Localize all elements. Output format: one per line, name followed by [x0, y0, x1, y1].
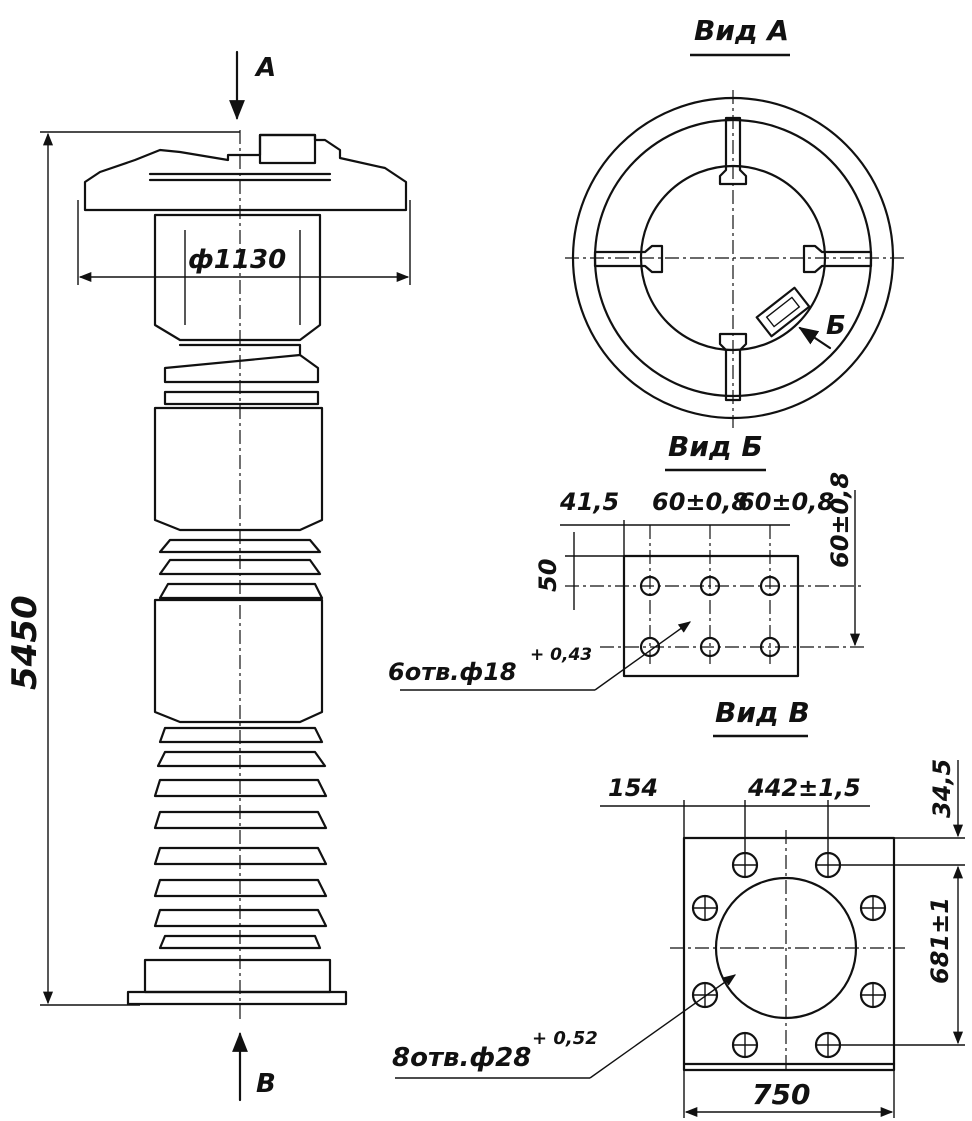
pad-holes-label: 6отв.ф18 — [388, 658, 517, 686]
base-hole — [691, 981, 719, 1009]
view-v-title: Вид В — [715, 696, 810, 729]
base-holes — [691, 851, 887, 1059]
top-cap-box — [258, 133, 317, 165]
pad-holes-leader — [594, 621, 692, 691]
shed-group-3 — [153, 726, 328, 950]
spoke-top — [718, 116, 748, 186]
base-plate — [126, 990, 348, 1006]
terminal-pad-outline — [622, 554, 800, 678]
base-dim-vertical: 681±1 — [926, 897, 954, 984]
height-dimension-label: 5450 — [5, 595, 45, 690]
view-b-title: Вид Б — [668, 430, 763, 463]
upper-body — [153, 213, 322, 342]
base-hole — [859, 894, 887, 922]
top-cap — [83, 133, 408, 212]
view-a: Вид А Б — [565, 14, 905, 428]
view-b-arrow — [798, 326, 832, 350]
view-b-arrow-label: Б — [826, 311, 846, 341]
view-v-arrow-label: В — [256, 1069, 276, 1099]
base-holes-tolerance: + 0,52 — [532, 1028, 598, 1049]
shed-group-2 — [158, 538, 324, 600]
view-a-arrow-label: А — [254, 53, 276, 83]
pad-dim-pitch-1: 60±0,8 — [652, 488, 748, 516]
diameter-dimension-label: ф1130 — [188, 245, 286, 275]
pad-dim-vertical: 60±0,8 — [826, 472, 854, 568]
view-b: Вид Б 41,5 60±0,8 60±0,8 50 60±0,8 — [388, 430, 865, 691]
base-hole — [691, 894, 719, 922]
base-holes-label: 8отв.ф28 — [392, 1043, 531, 1073]
spoke-left — [593, 244, 664, 274]
main-view: 5450 А ф1130 — [5, 50, 411, 1102]
base-holes-leader — [589, 974, 737, 1079]
pad-dim-height: 50 — [534, 559, 562, 592]
base-dim-top: 34,5 — [928, 759, 956, 818]
terminal-pad — [755, 286, 811, 338]
base-dim-left: 154 — [608, 774, 658, 802]
base-plate-outline — [682, 836, 896, 1072]
base-hole — [814, 1031, 842, 1059]
middle-body-1 — [153, 406, 324, 532]
base-dim-pitch: 442±1,5 — [747, 774, 861, 802]
view-v: Вид В 154 442±1,5 34,5 6 — [392, 696, 965, 1118]
base-hole — [731, 1031, 759, 1059]
middle-body-2 — [153, 598, 324, 724]
base-hole — [814, 851, 842, 879]
shed-group-1 — [163, 343, 320, 406]
base-dim-width: 750 — [752, 1078, 810, 1111]
base-flange — [143, 958, 332, 994]
base-hole — [731, 851, 759, 879]
pad-holes-tolerance: + 0,43 — [530, 645, 592, 665]
pad-dim-pitch-2: 60±0,8 — [738, 488, 834, 516]
spoke-bottom — [718, 332, 748, 402]
view-a-title: Вид А — [694, 14, 789, 47]
spoke-right — [802, 244, 873, 274]
pad-dim-offset: 41,5 — [559, 488, 619, 516]
base-hole — [859, 981, 887, 1009]
